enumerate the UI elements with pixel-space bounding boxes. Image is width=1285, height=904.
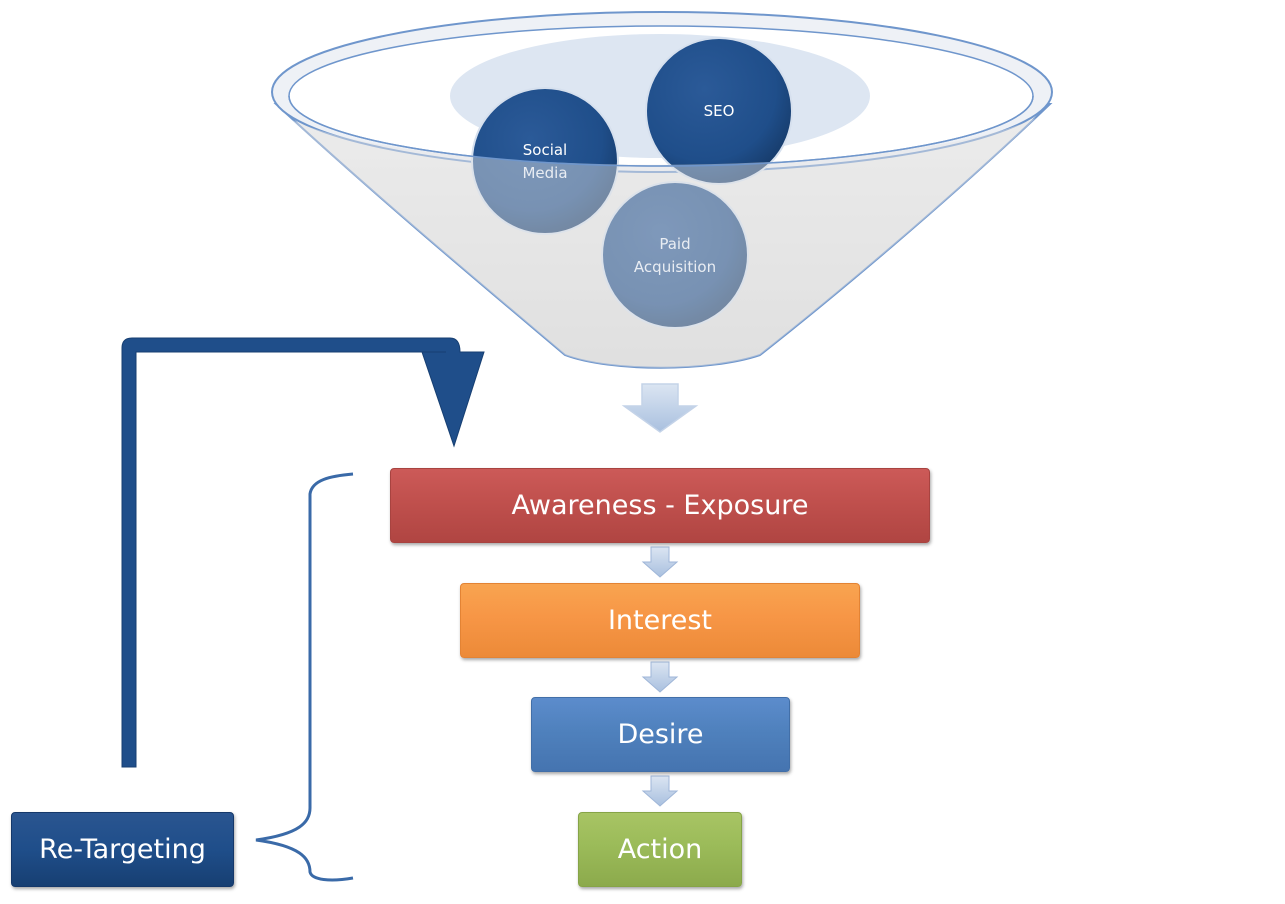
seo-label: SEO bbox=[704, 102, 735, 120]
social-label-line2: Media bbox=[522, 164, 567, 182]
connector-arrow-3 bbox=[641, 775, 679, 807]
paid-label-line1: Paid bbox=[659, 235, 690, 253]
connector-arrow-2 bbox=[641, 661, 679, 693]
retargeting-loop-arrow bbox=[121, 337, 485, 768]
social-label-line1: Social bbox=[523, 141, 567, 159]
stages-brace bbox=[255, 472, 354, 882]
source-circle-seo bbox=[645, 37, 793, 185]
source-circle-paid bbox=[601, 181, 749, 329]
source-circle-social bbox=[471, 87, 619, 235]
retargeting-box: Re-Targeting bbox=[11, 812, 234, 887]
stage-desire: Desire bbox=[531, 697, 790, 772]
funnel-rim-front-edge bbox=[288, 95, 1034, 167]
stage-interest: Interest bbox=[460, 583, 860, 658]
stage-awareness: Awareness - Exposure bbox=[390, 468, 930, 543]
funnel-front-overlay bbox=[292, 118, 1036, 368]
paid-label-line2: Acquisition bbox=[634, 258, 716, 276]
connector-arrow-1 bbox=[641, 546, 679, 578]
stage-action: Action bbox=[578, 812, 742, 887]
funnel-output-arrow bbox=[621, 383, 699, 433]
